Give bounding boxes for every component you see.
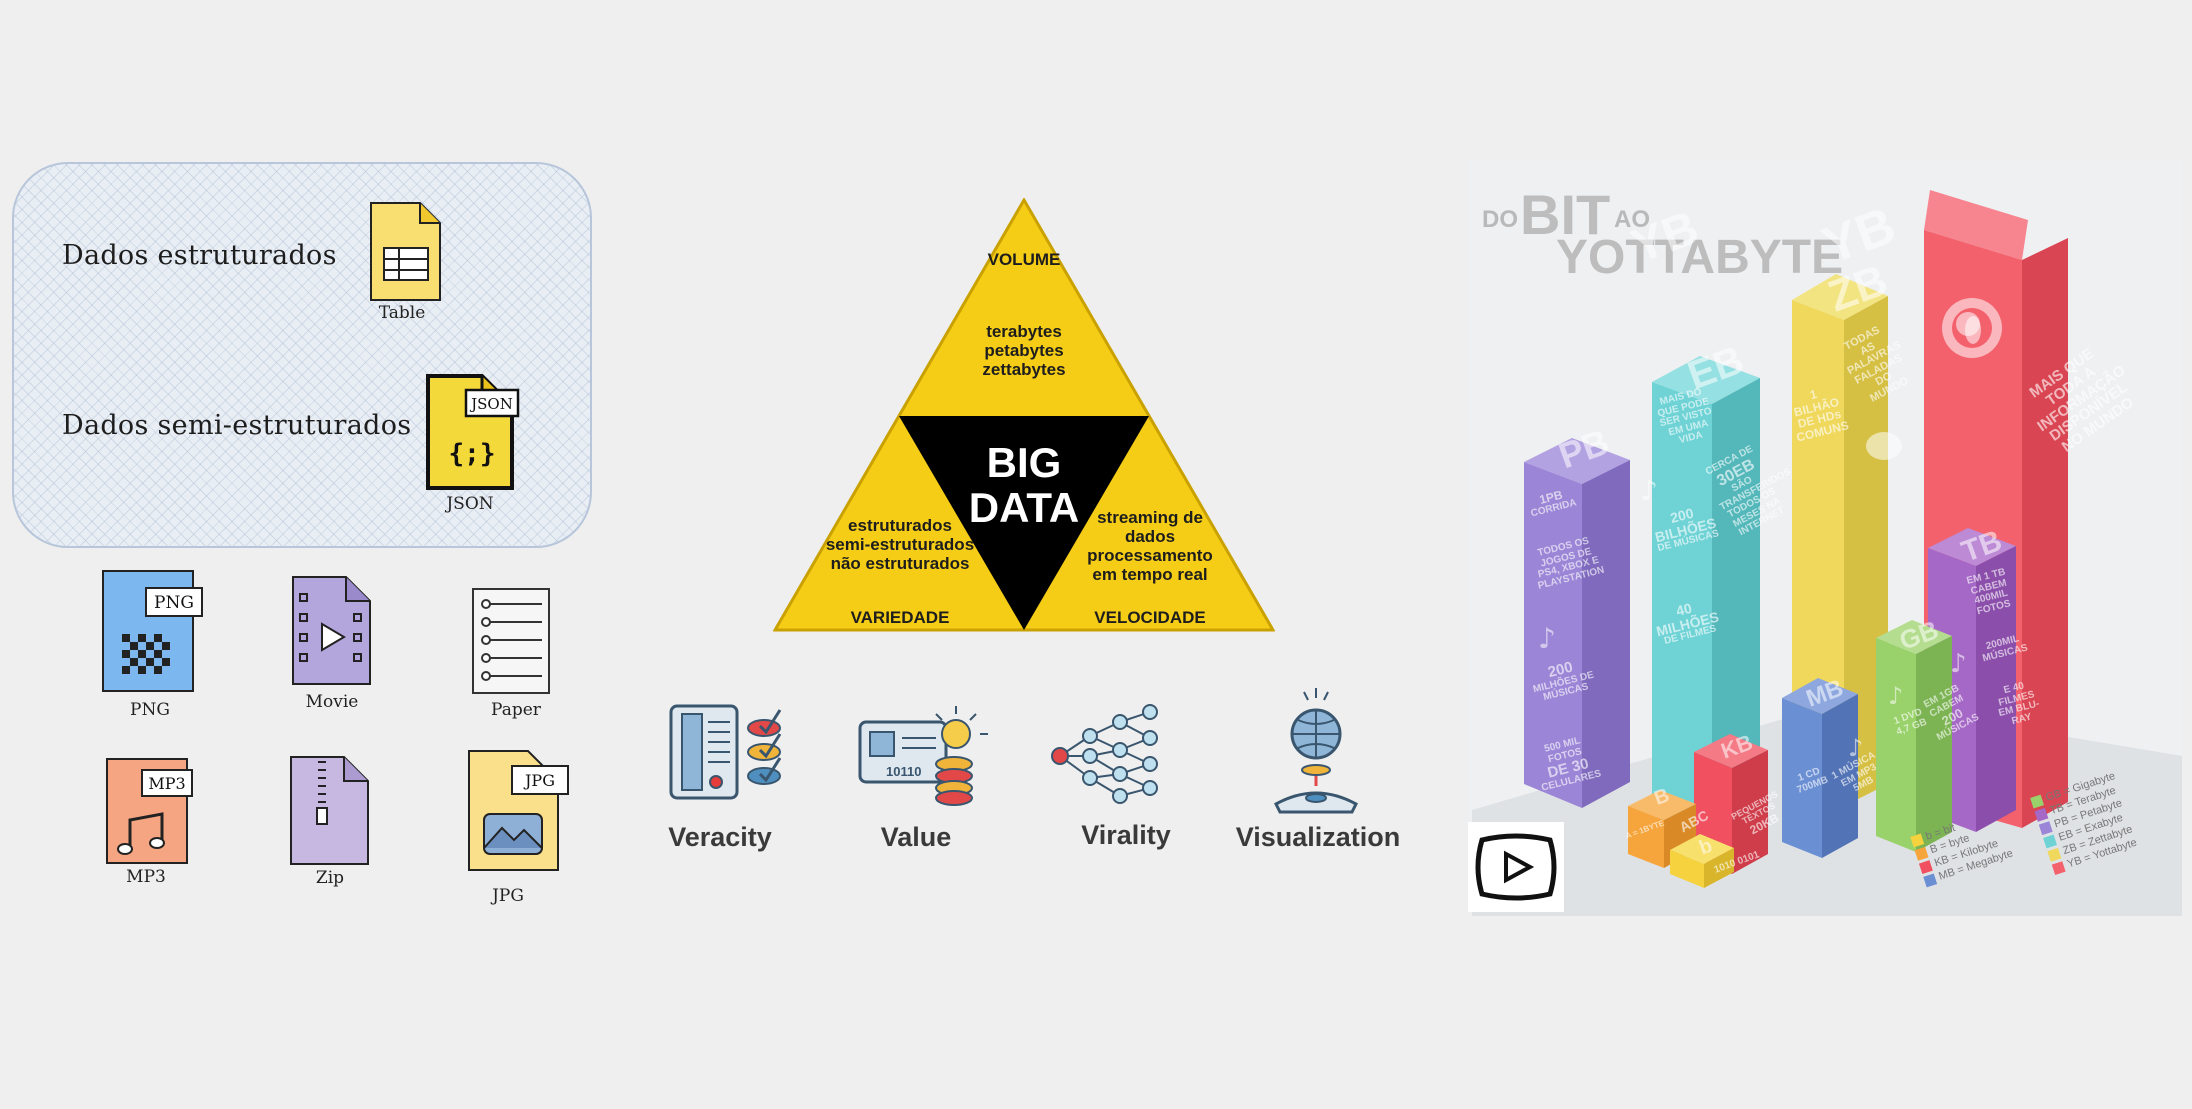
variedade-line: não estruturados xyxy=(830,554,970,574)
movie-caption: Movie xyxy=(305,692,359,712)
legend-swatch xyxy=(1910,833,1925,848)
variedade-line: estruturados xyxy=(848,516,952,535)
legend-swatch xyxy=(2042,834,2057,849)
mp3-file-icon: MP3 xyxy=(104,756,194,868)
legend-swatch xyxy=(2030,794,2044,809)
title-yottabyte: YOTTABYTE xyxy=(1556,231,1844,284)
svg-text:♪: ♪ xyxy=(1538,622,1556,655)
network-nodes-icon xyxy=(1046,700,1166,814)
legend-swatch xyxy=(2038,820,2053,835)
id-card-lightbulb-coins-icon: 10110 xyxy=(856,698,992,812)
svg-text:♪: ♪ xyxy=(1640,474,1658,507)
legend-swatch xyxy=(1918,859,1933,874)
velocidade-line: processamento xyxy=(1087,546,1213,566)
svg-text:♪: ♪ xyxy=(1848,734,1863,762)
variedade-text: estruturados semi-estruturados não estru… xyxy=(800,516,1000,573)
title-do: DO xyxy=(1482,206,1518,233)
velocidade-title: VELOCIDADE xyxy=(1094,608,1206,627)
visualization-label: Visualization xyxy=(1235,822,1401,852)
svg-text:10110: 10110 xyxy=(886,764,921,779)
svg-text:JPG: JPG xyxy=(523,771,555,790)
png-file-icon: PNG xyxy=(100,568,206,696)
volume-line: zettabytes xyxy=(982,360,1066,380)
velocidade-text: streaming de dados processamento em temp… xyxy=(1070,508,1230,584)
svg-text:PNG: PNG xyxy=(154,593,194,613)
volume-title: VOLUME xyxy=(987,250,1061,269)
svg-text:♪: ♪ xyxy=(1950,649,1967,679)
jpg-caption: JPG xyxy=(492,886,524,906)
big-data-triangle xyxy=(772,197,1276,632)
table-file-icon xyxy=(368,200,444,304)
play-button-logo xyxy=(1468,822,1564,912)
volume-text: terabytes petabytes zettabytes xyxy=(946,322,1102,379)
veracity-label: Veracity xyxy=(668,822,772,852)
mp3-caption: MP3 xyxy=(126,867,166,887)
volume-line: terabytes xyxy=(986,322,1062,341)
movie-file-icon xyxy=(290,574,374,688)
isometric-bars: ♪ ♪ ♪ ♪ ♪ xyxy=(1472,190,2182,916)
title-bit: BIT xyxy=(1520,183,1611,246)
zip-caption: Zip xyxy=(315,868,345,888)
title-ao: AO xyxy=(1614,206,1650,233)
velocidade-line: em tempo real xyxy=(1092,565,1208,585)
legend-swatch xyxy=(2047,847,2062,862)
velocidade-line: streaming de xyxy=(1097,508,1203,527)
legend-swatch xyxy=(2034,807,2049,822)
big-data-label: BIG DATA xyxy=(944,440,1104,531)
virality-label: Virality xyxy=(1081,820,1171,850)
zip-file-icon xyxy=(288,754,372,868)
globe-hologram-icon xyxy=(1268,686,1364,820)
legend-swatch xyxy=(1914,846,1929,861)
legend-swatch xyxy=(1923,873,1938,887)
png-caption: PNG xyxy=(130,700,170,720)
svg-text:{;}: {;} xyxy=(449,439,496,469)
svg-text:MP3: MP3 xyxy=(148,774,185,793)
variedade-title: VARIEDADE xyxy=(850,608,950,627)
json-file-icon: JSON {;} xyxy=(424,372,524,492)
paper-file-icon xyxy=(470,586,554,698)
jpg-file-icon: JPG xyxy=(466,748,572,874)
server-checklist-icon xyxy=(668,700,786,806)
svg-text:JSON: JSON xyxy=(469,395,513,413)
paper-caption: Paper xyxy=(491,700,541,720)
big-data-line: BIG xyxy=(986,439,1062,486)
semi-structured-data-label: Dados semi-estruturados xyxy=(62,410,412,441)
velocidade-line: dados xyxy=(1124,527,1176,547)
volume-line: petabytes xyxy=(984,341,1064,361)
table-caption: Table xyxy=(378,303,426,323)
value-label: Value xyxy=(880,822,952,852)
structured-data-label: Dados estruturados xyxy=(62,240,337,271)
svg-text:♪: ♪ xyxy=(1888,682,1903,710)
json-caption: JSON xyxy=(446,494,494,514)
variedade-line: semi-estruturados xyxy=(825,535,975,555)
structured-data-group xyxy=(12,162,592,548)
big-data-line: DATA xyxy=(968,484,1080,532)
